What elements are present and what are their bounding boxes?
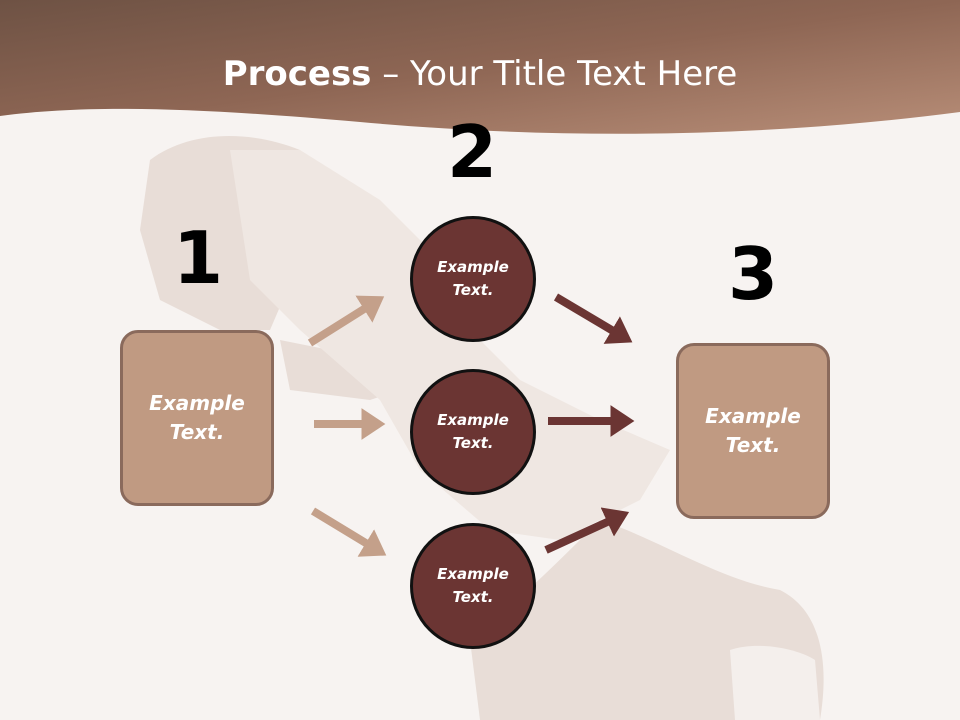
circle-bottom[interactable]: Example Text. (410, 523, 536, 649)
circle-top[interactable]: Example Text. (410, 216, 536, 342)
left-box-text: Example Text. (149, 391, 245, 444)
left-box[interactable]: Example Text. (120, 330, 274, 506)
circle-middle[interactable]: Example Text. (410, 369, 536, 495)
right-box[interactable]: Example Text. (676, 343, 830, 519)
arrow-right-down (544, 507, 630, 554)
arrow-left-down (310, 507, 387, 557)
title-rest: – Your Title Text Here (371, 54, 738, 94)
step-number-3: 3 (727, 232, 779, 316)
arrow-left-up (307, 295, 385, 347)
step-number-2: 2 (446, 110, 498, 194)
slide-title: Process – Your Title Text Here (0, 52, 960, 96)
circle-middle-text: Example Text. (437, 411, 509, 452)
circle-bottom-text: Example Text. (437, 565, 509, 606)
right-box-text: Example Text. (705, 404, 801, 457)
circle-top-text: Example Text. (437, 258, 509, 299)
step-number-1: 1 (172, 216, 224, 300)
title-bold: Process (222, 54, 372, 94)
arrow-right-up (553, 293, 633, 344)
header-band (0, 0, 960, 134)
